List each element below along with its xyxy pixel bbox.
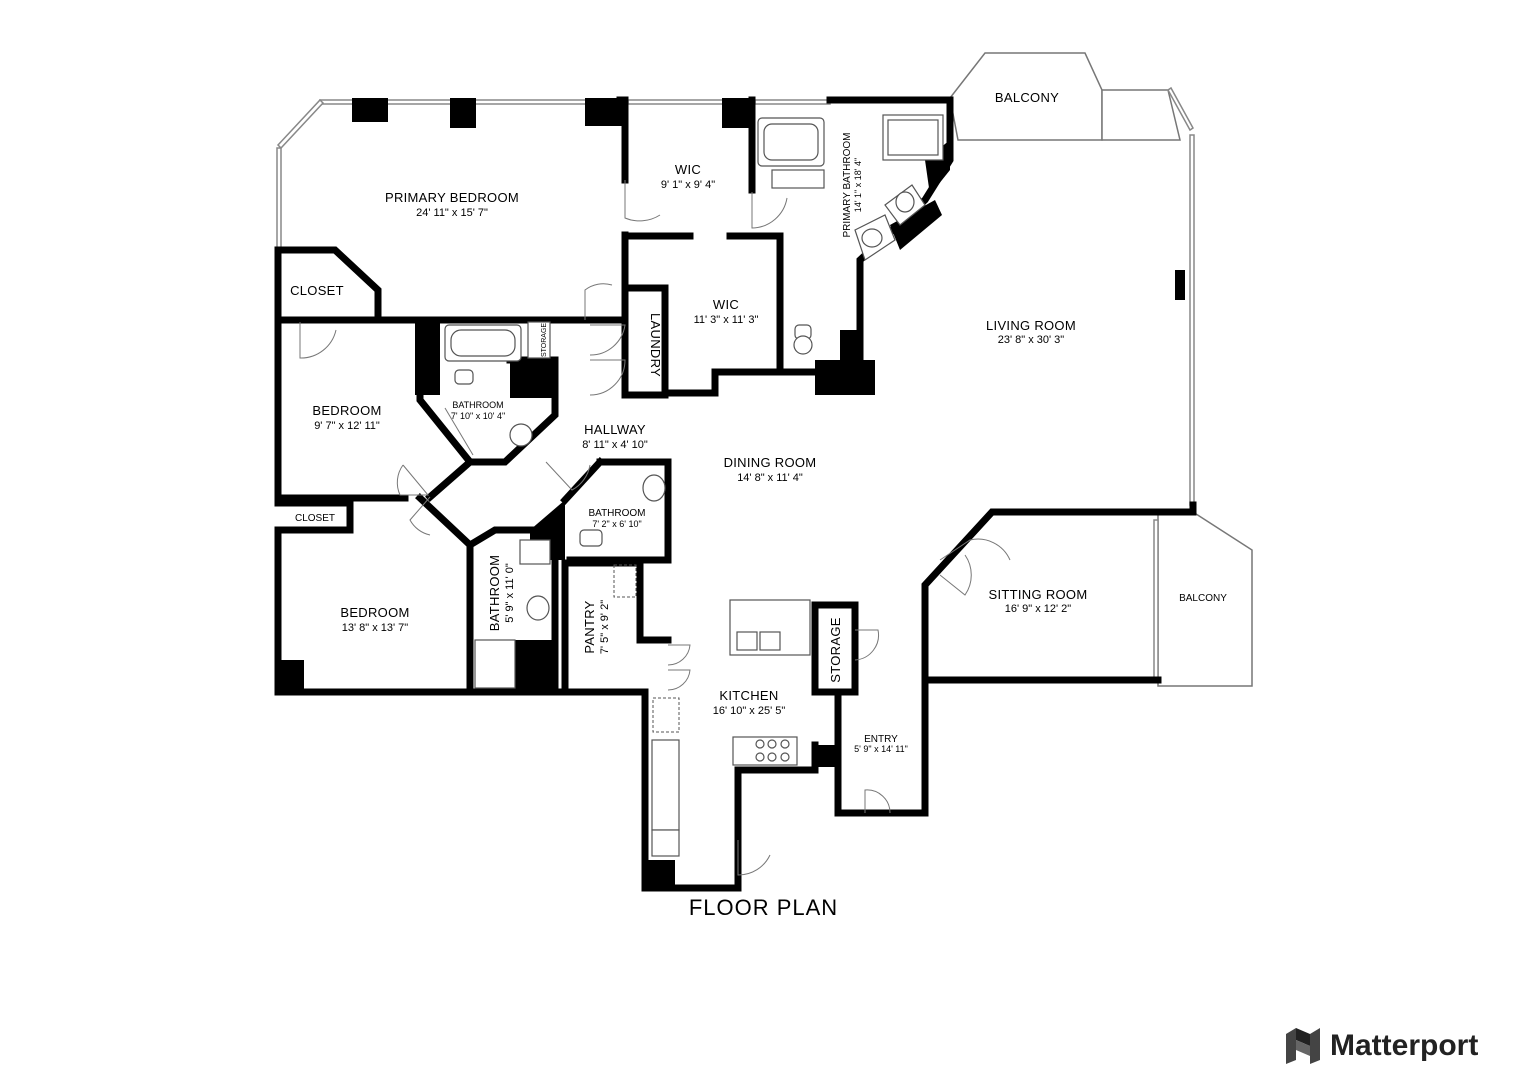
bathroom-2-name: BATHROOM [588, 508, 645, 519]
living-room-dim: 23' 8" x 30' 3" [998, 334, 1065, 346]
balcony-outlines [949, 52, 1253, 687]
bedroom-2-name: BEDROOM [340, 605, 409, 620]
wall-columns [278, 98, 1185, 888]
hallway-name: HALLWAY [584, 422, 646, 437]
bedroom-1-dim: 9' 7" x 12' 11" [314, 420, 380, 432]
brand-logo[interactable]: Matterport [1284, 1024, 1478, 1068]
bathroom-2-dim: 7' 2" x 6' 10" [592, 519, 641, 529]
entry-name: ENTRY [864, 734, 898, 745]
primary-bedroom-dim: 24' 11" x 15' 7" [416, 207, 488, 219]
closet-2-name: CLOSET [295, 513, 335, 524]
primary-bathroom-name: PRIMARY BATHROOM [842, 132, 853, 237]
walls [274, 96, 1197, 892]
bedroom-2-dim: 13' 8" x 13' 7" [342, 622, 409, 634]
balcony-2-name: BALCONY [1179, 593, 1227, 604]
pantry-dim: 7' 5" x 9' 2" [599, 600, 611, 654]
fixtures [444, 114, 944, 857]
bedroom-1-name: BEDROOM [312, 403, 381, 418]
bathroom-3-name: BATHROOM [487, 555, 502, 632]
wic-2-name: WIC [713, 297, 739, 312]
primary-bathroom-dim: 14' 1" x 18' 4" [853, 158, 863, 212]
matterport-logo-icon [1286, 1028, 1320, 1064]
wic-1-name: WIC [675, 162, 701, 177]
sitting-room-name: SITTING ROOM [989, 587, 1088, 602]
bathroom-1-name: BATHROOM [452, 400, 503, 410]
storage-small-name: STORAGE [541, 323, 548, 357]
floor-plan-title: FLOOR PLAN [688, 895, 839, 920]
bathroom-1-dim: 7' 10" x 10' 4" [451, 411, 505, 421]
hallway-dim: 8' 11" x 4' 10" [582, 439, 648, 451]
living-room-name: LIVING ROOM [986, 318, 1076, 333]
kitchen-name: KITCHEN [719, 688, 778, 703]
storage-name: STORAGE [828, 617, 843, 682]
wic-2-dim: 11' 3" x 11' 3" [694, 314, 759, 326]
sitting-room-dim: 16' 9" x 12' 2" [1005, 603, 1072, 615]
entry-dim: 5' 9" x 14' 11" [854, 744, 908, 754]
primary-bedroom-name: PRIMARY BEDROOM [385, 190, 519, 205]
wic-1-dim: 9' 1" x 9' 4" [661, 179, 715, 191]
laundry-name: LAUNDRY [648, 313, 663, 377]
balcony-1-name: BALCONY [995, 90, 1059, 105]
bathroom-3-dim: 5' 9" x 11' 0" [504, 563, 516, 623]
dining-room-name: DINING ROOM [724, 455, 817, 470]
door-swings [299, 180, 1011, 876]
brand-name: Matterport [1330, 1029, 1479, 1062]
closet-1-name: CLOSET [290, 283, 344, 298]
dining-room-dim: 14' 8" x 11' 4" [737, 472, 803, 484]
pantry-name: PANTRY [582, 600, 597, 653]
kitchen-dim: 16' 10" x 25' 5" [713, 705, 786, 717]
room-labels: PRIMARY BEDROOM 24' 11" x 15' 7" WIC 9' … [290, 90, 1227, 754]
